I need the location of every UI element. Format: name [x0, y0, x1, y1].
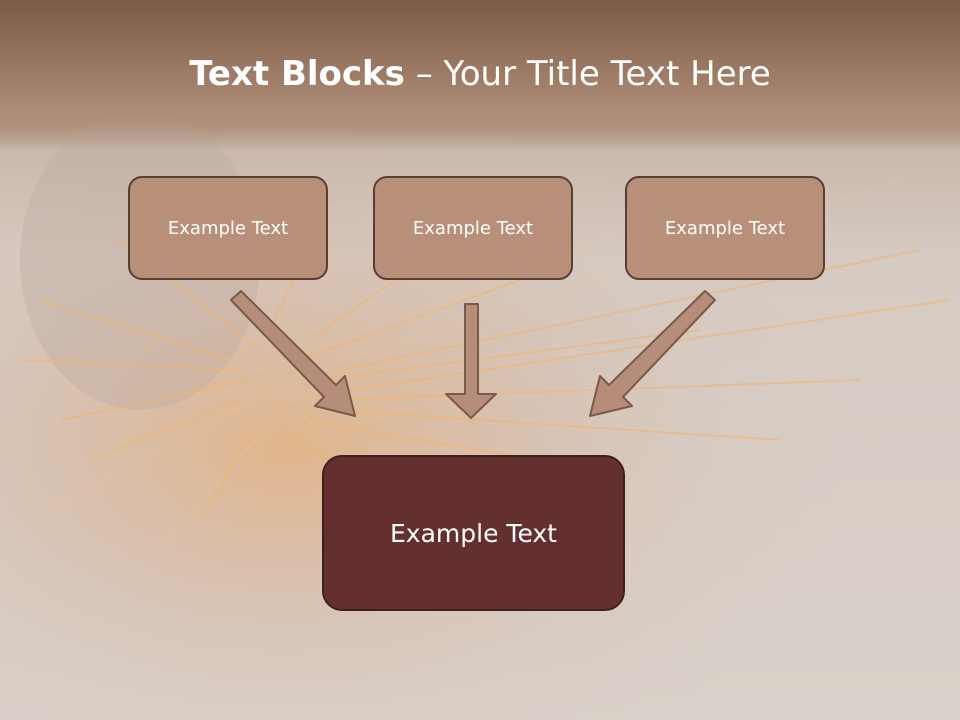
title-bold-text: Text Blocks — [189, 54, 405, 94]
main-text-block[interactable]: Example Text — [322, 455, 625, 611]
arrow-right-icon — [589, 290, 716, 417]
title-rest-text: – Your Title Text Here — [404, 54, 771, 94]
arrow-left-icon — [230, 290, 356, 417]
text-block-1-label: Example Text — [167, 217, 289, 239]
slide-title: Text Blocks – Your Title Text Here — [0, 54, 960, 94]
text-block-3[interactable]: Example Text — [625, 176, 825, 280]
text-block-2[interactable]: Example Text — [373, 176, 573, 280]
text-block-2-label: Example Text — [412, 217, 534, 239]
arrow-center-icon — [445, 303, 497, 419]
text-block-3-label: Example Text — [664, 217, 786, 239]
title-bar — [0, 0, 960, 150]
main-text-block-label: Example Text — [390, 518, 557, 548]
text-block-1[interactable]: Example Text — [128, 176, 328, 280]
